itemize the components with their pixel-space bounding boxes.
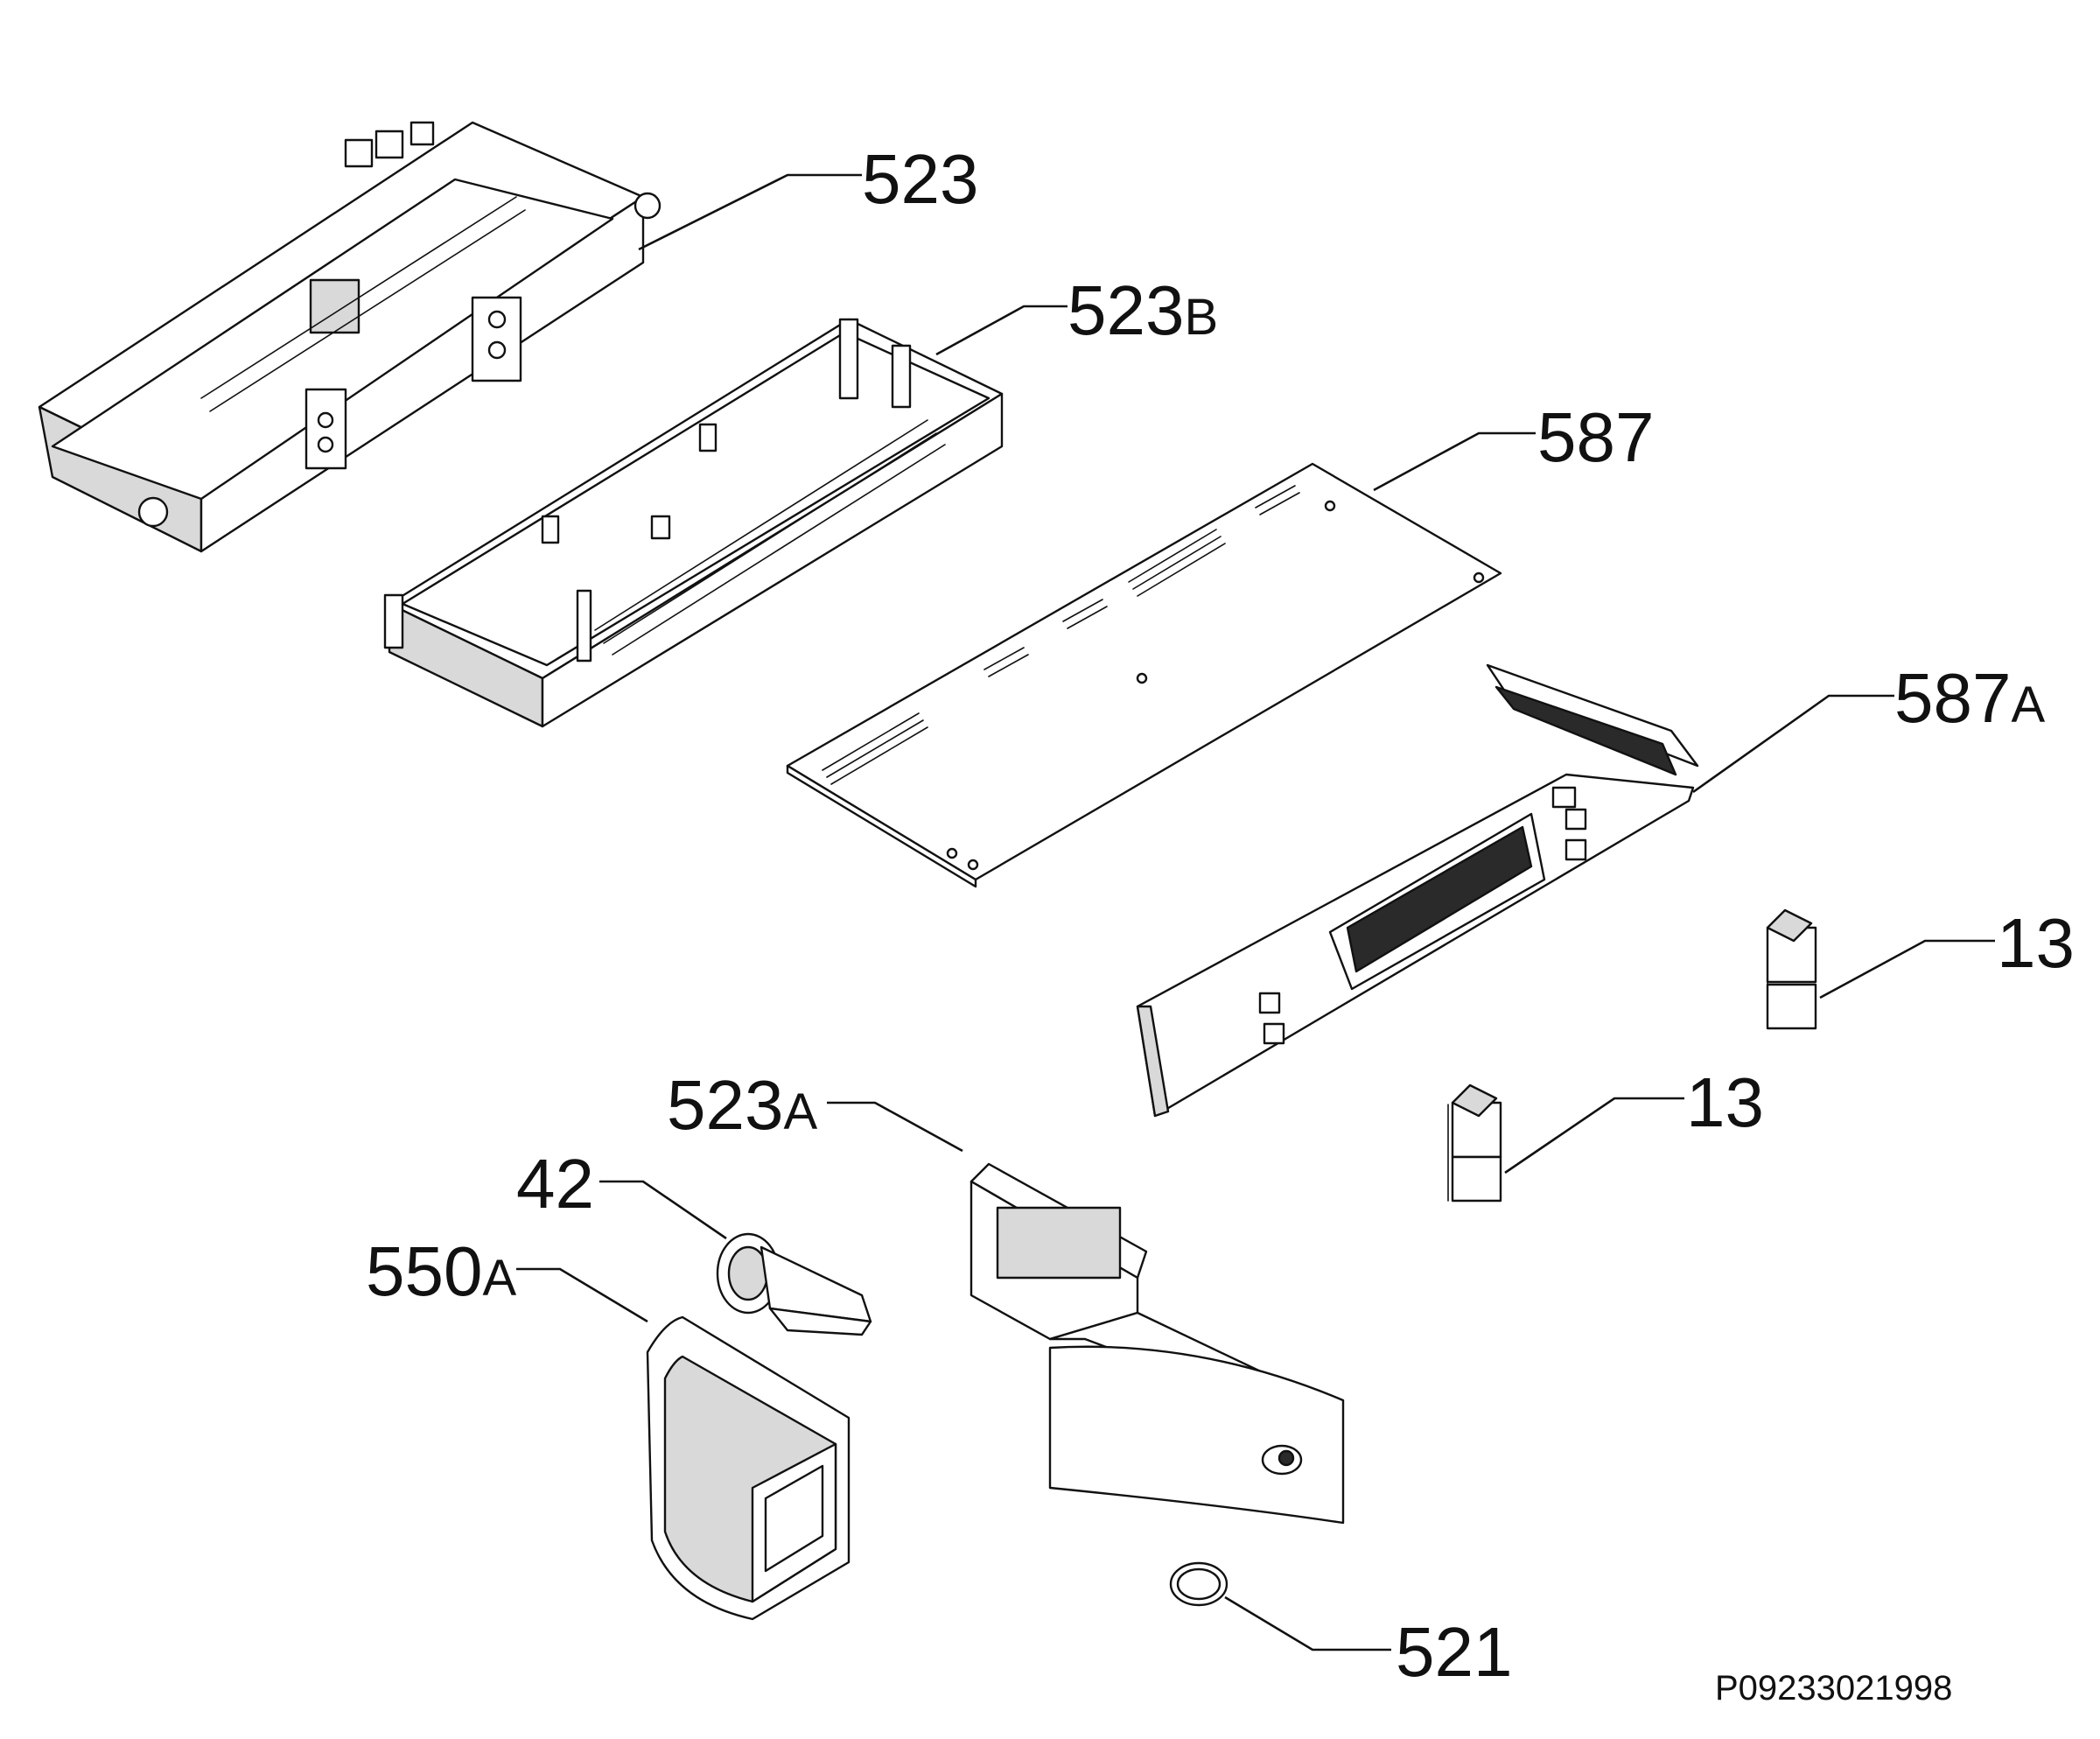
drawing-code-text: P09233021998 — [1715, 1669, 1952, 1707]
part-550a-cover[interactable] — [646, 1315, 850, 1621]
callout-587a: 587A — [1894, 659, 2045, 737]
part-523-housing[interactable] — [38, 121, 662, 553]
callout-523b: 523B — [1068, 271, 1218, 349]
leader-523a — [827, 1101, 963, 1153]
callout-523a: 523A — [667, 1066, 817, 1144]
leader-523 — [638, 173, 862, 251]
part-521-ring[interactable] — [1169, 1561, 1228, 1607]
pcb-connector-strips — [822, 485, 1300, 785]
callout-523: 523 — [862, 140, 978, 218]
leader-13b — [1504, 1097, 1684, 1175]
leader-13a — [1819, 939, 1995, 999]
leader-587 — [1373, 431, 1536, 492]
leader-lines — [516, 173, 1995, 1651]
callout-13-lower: 13 — [1686, 1063, 1764, 1141]
callout-labels: 523 523B 587 587A 13 13 523A 42 550A 521 — [366, 140, 2075, 1691]
part-42-knob[interactable] — [716, 1232, 872, 1336]
part-523a-fascia[interactable] — [970, 1162, 1345, 1525]
callout-521: 521 — [1396, 1613, 1512, 1691]
leader-587a — [1692, 694, 1894, 794]
leader-42 — [599, 1180, 727, 1240]
callout-42: 42 — [516, 1145, 594, 1223]
drawing-code: P09233021998 — [1715, 1669, 1952, 1707]
callout-13-right: 13 — [1997, 904, 2075, 982]
leader-521 — [1224, 1595, 1391, 1651]
part-13-clip-right[interactable] — [1766, 908, 1817, 1030]
part-587a-display-board[interactable] — [1136, 663, 1699, 1118]
callout-587: 587 — [1537, 398, 1654, 476]
leader-550a — [516, 1267, 648, 1323]
part-523b-frame[interactable] — [383, 318, 1004, 728]
part-587-pcb[interactable] — [786, 462, 1502, 888]
callout-550a: 550A — [366, 1232, 516, 1310]
part-13-clip-lower[interactable] — [1447, 1083, 1502, 1203]
leader-523b — [935, 305, 1068, 356]
